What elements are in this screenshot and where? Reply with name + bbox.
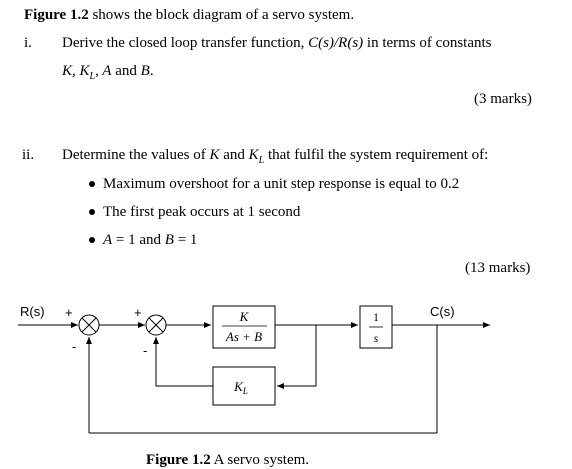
summing-junction-1 xyxy=(78,314,100,336)
bullet-dot-3 xyxy=(89,237,95,243)
sum2-minus-sign: - xyxy=(143,343,147,358)
figure-reference: Figure 1.2 xyxy=(24,7,89,23)
bullet-1: Maximum overshoot for a unit step respon… xyxy=(103,176,460,192)
part-i-marks: (3 marks) xyxy=(474,91,532,107)
part-ii-kl: K xyxy=(248,147,259,163)
constants-k: K, K xyxy=(62,63,90,79)
bullet-3-a: A xyxy=(103,232,113,248)
sum1-plus-sign: + xyxy=(65,305,73,320)
summing-junction-2 xyxy=(145,314,167,336)
bullet-dot-2 xyxy=(89,209,95,215)
bullet-dot-1 xyxy=(89,181,95,187)
part-ii-k: K xyxy=(209,147,220,163)
integrator-numerator: 1 xyxy=(373,310,379,324)
caption-text: A servo system. xyxy=(210,452,310,468)
part-i-text-b: in terms of constants xyxy=(363,35,492,51)
part-ii-text-b: and xyxy=(219,147,249,163)
caption-label: Figure 1.2 xyxy=(146,452,211,468)
output-label: C(s) xyxy=(430,304,455,319)
bullet-3-b: = 1 and xyxy=(112,232,165,248)
bullet-3-d: = 1 xyxy=(173,232,198,248)
integrator-denominator: s xyxy=(374,331,379,345)
part-ii-line1: Determine the values of K and KL that fu… xyxy=(62,146,488,170)
part-i-text-a: Derive the closed loop transfer function… xyxy=(62,35,309,51)
part-i-line2: K, KL, A and B. xyxy=(62,62,154,86)
input-label: R(s) xyxy=(20,304,45,319)
part-i-number: i. xyxy=(24,35,32,51)
part-ii-kl-sub: L xyxy=(258,155,265,166)
bullet-3-c: B xyxy=(164,232,174,248)
part-ii-text-a: Determine the values of xyxy=(62,147,210,163)
figure-caption: Figure 1.2 A servo system. xyxy=(146,451,309,469)
bullet-3: A = 1 and B = 1 xyxy=(103,231,197,249)
bullet-2: The first peak occurs at 1 second xyxy=(103,204,301,220)
part-ii-number: ii. xyxy=(22,147,35,163)
constants-a: , A xyxy=(95,63,112,79)
transfer-function-text: C(s)/R(s) xyxy=(308,35,364,51)
part-ii-text-c: that fulfil the system requirement of: xyxy=(264,147,489,163)
forward-block xyxy=(212,305,276,349)
sum1-minus-sign: - xyxy=(72,339,76,354)
part-i-line1: Derive the closed loop transfer function… xyxy=(62,34,492,52)
part-ii-marks: (13 marks) xyxy=(465,260,531,276)
constants-kl-sub: L xyxy=(89,71,96,82)
forward-block-numerator: K xyxy=(239,309,250,324)
sum2-plus-sign: + xyxy=(134,305,142,320)
constants-period: . xyxy=(149,63,154,79)
question-intro: Figure 1.2 shows the block diagram of a … xyxy=(24,6,354,24)
constants-b: B xyxy=(140,63,150,79)
feedback-gain-label: KL xyxy=(233,379,248,396)
constants-and: and xyxy=(111,63,141,79)
forward-block-denominator: As + B xyxy=(225,329,262,344)
intro-text: shows the block diagram of a servo syste… xyxy=(88,7,355,23)
